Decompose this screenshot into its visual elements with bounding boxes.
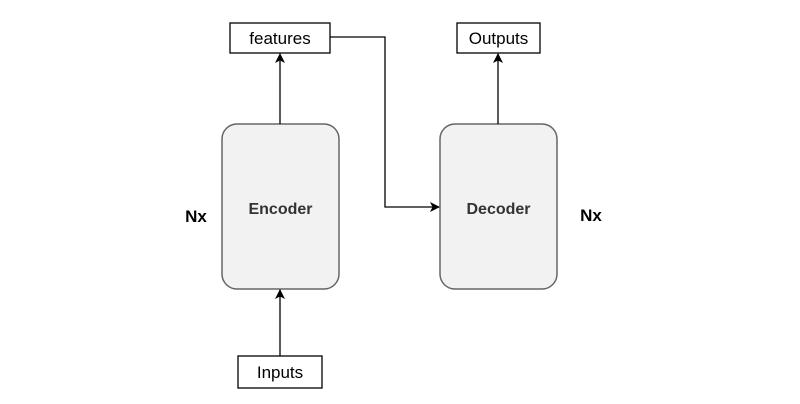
decoder-label: Decoder [466, 201, 530, 218]
decoder-repeat-label: Nx [580, 206, 602, 225]
features-label: features [249, 29, 310, 48]
outputs-label: Outputs [469, 29, 529, 48]
inputs-box-shape [237, 355, 323, 389]
encoder-label: Encoder [248, 201, 312, 218]
features-box: features [229, 22, 331, 54]
outputs-box: Outputs [456, 22, 541, 54]
decoder-block: Decoder [439, 123, 558, 290]
arrow-features-to-decoder [330, 36, 440, 212]
encoder-block: Encoder [221, 123, 340, 290]
inputs-box: Inputs [237, 355, 323, 389]
encoder-repeat-label: Nx [185, 207, 207, 226]
outputs-box-shape [456, 22, 541, 54]
inputs-label: Inputs [257, 363, 303, 382]
